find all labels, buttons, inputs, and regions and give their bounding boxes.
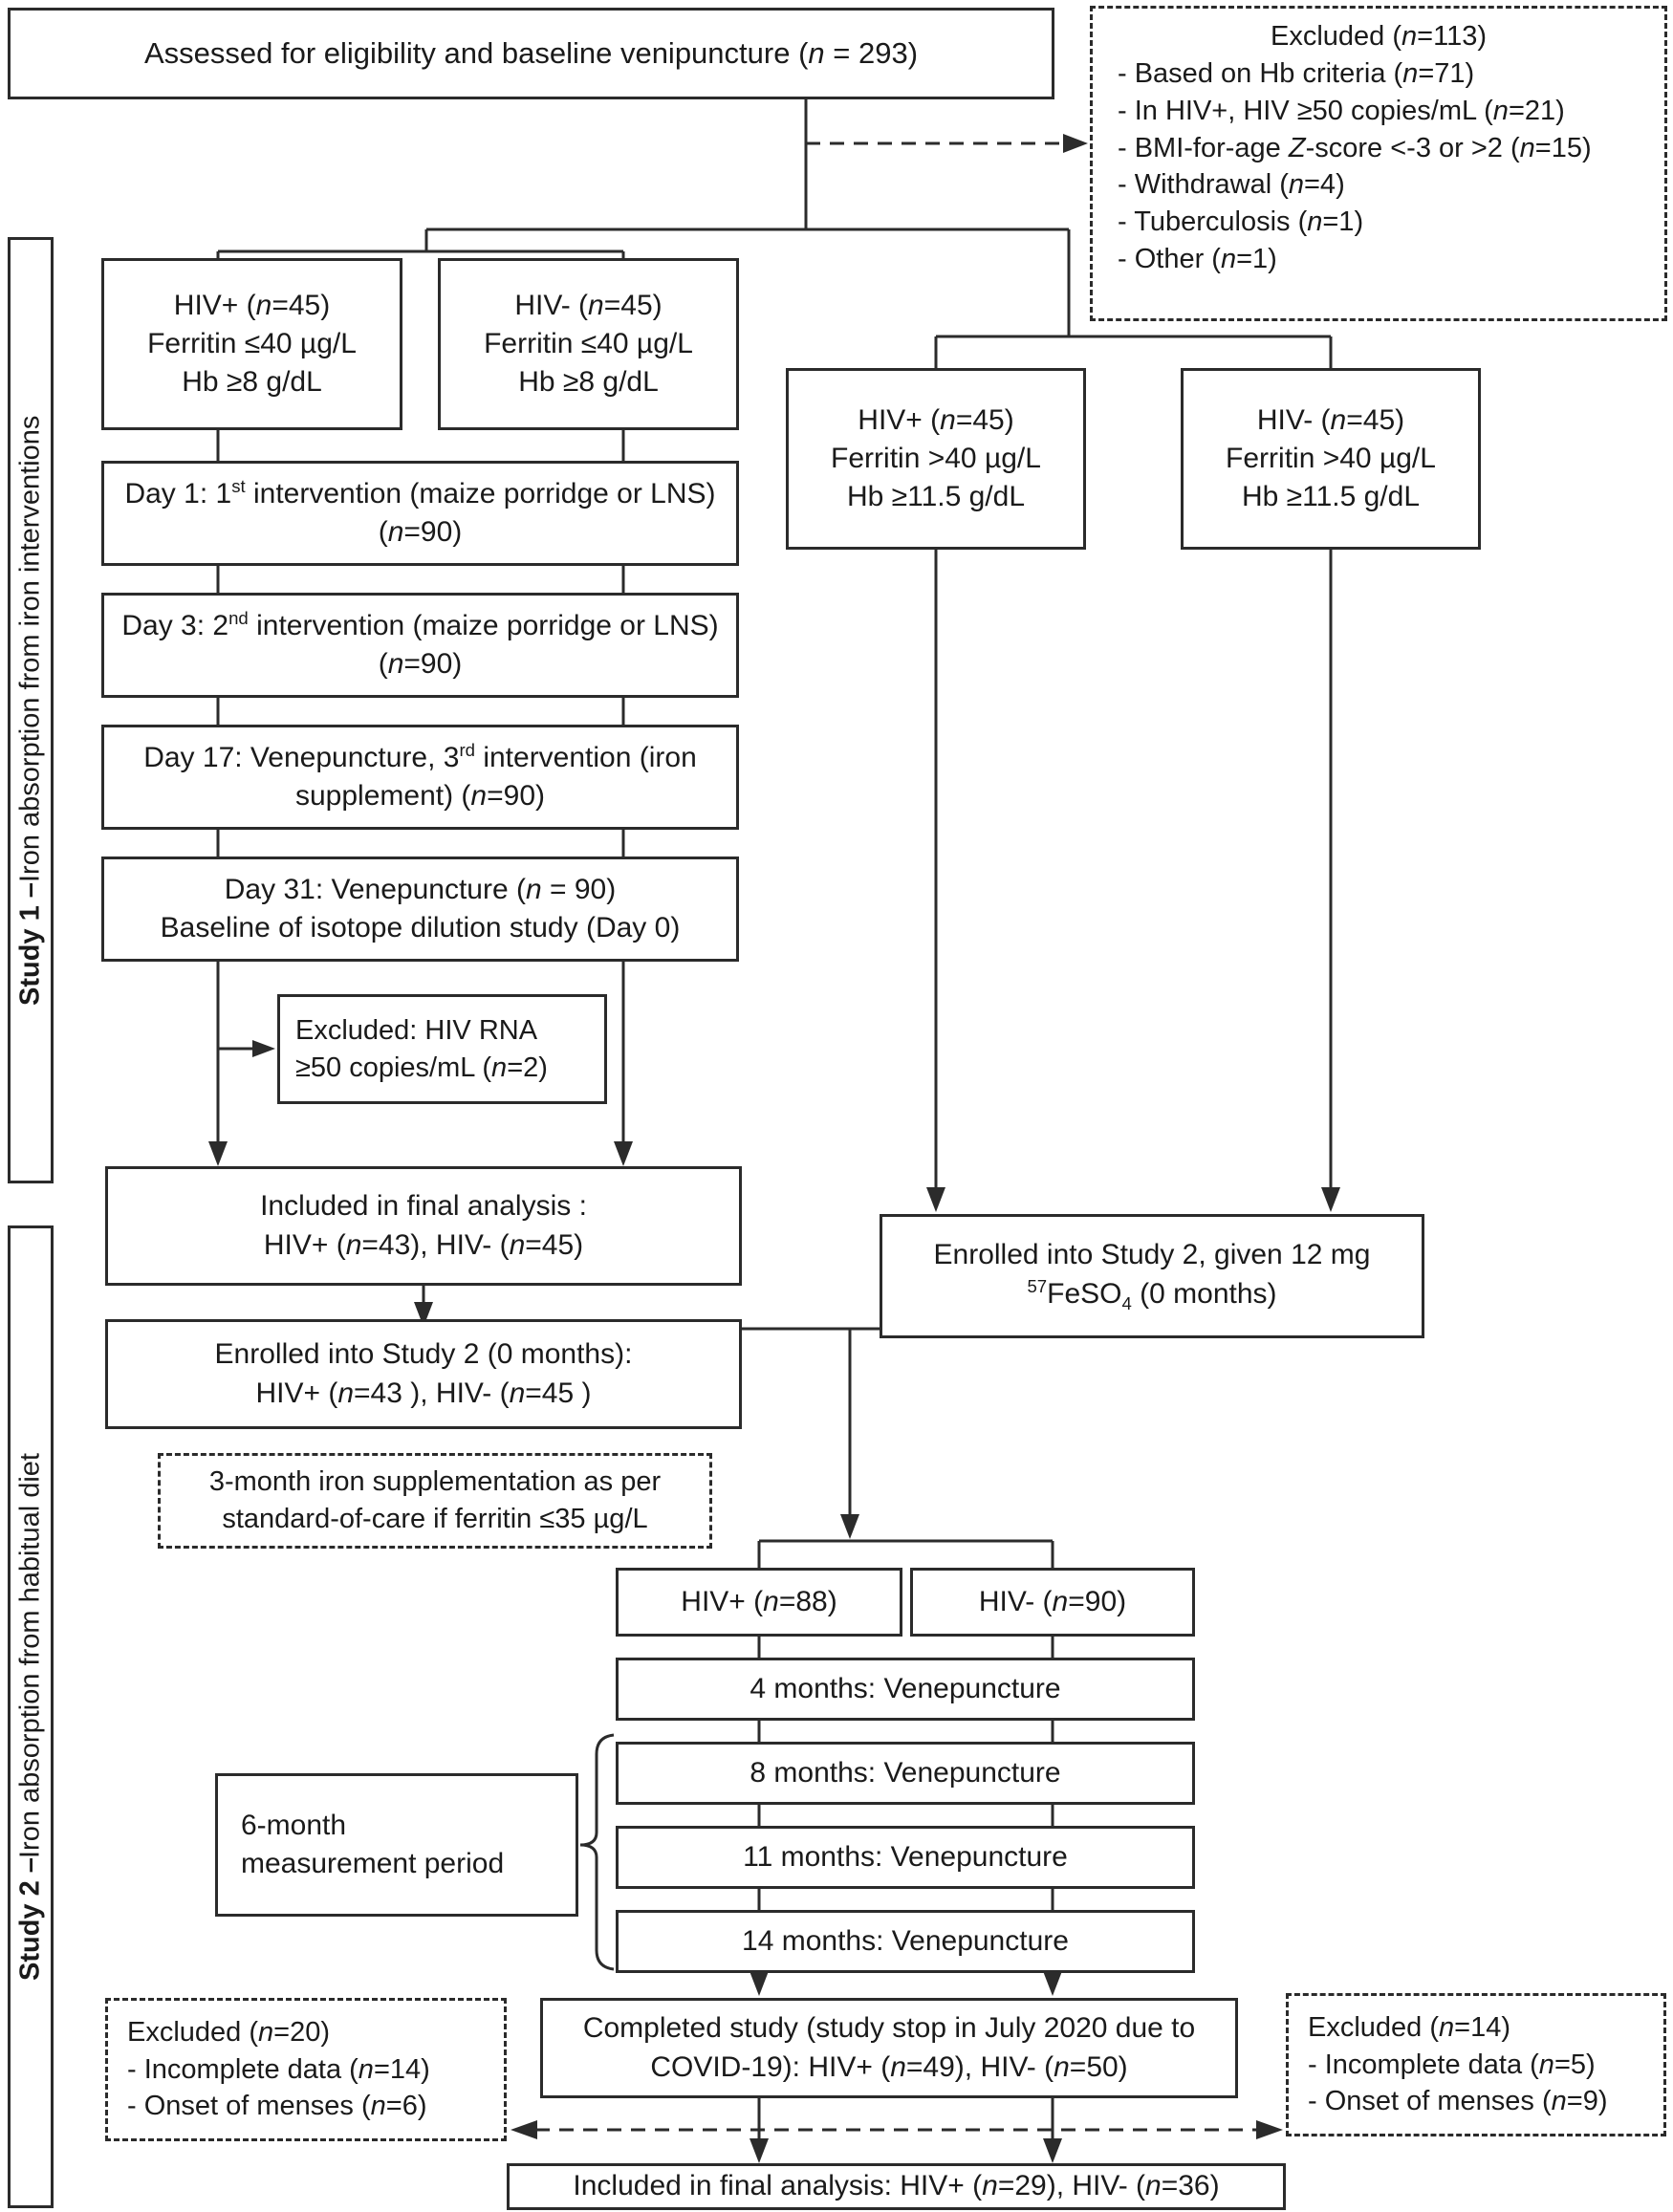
measurement-line: 6-month: [241, 1809, 347, 1841]
included-study1-line: HIV+ (n=43), HIV- (n=45): [263, 1228, 584, 1261]
excluded-top-item: - In HIV+, HIV ≥50 copies/mL (n=21): [1118, 95, 1565, 126]
measurement-period-box: 6-month measurement period: [215, 1773, 578, 1917]
excluded-top-item: - Withdrawal (n=4): [1118, 169, 1345, 201]
supplementation-note-box: 3-month iron supplementation as per stan…: [158, 1453, 712, 1549]
group-line: HIV+ (n=45): [858, 403, 1014, 436]
group-line: Hb ≥8 g/dL: [182, 366, 322, 399]
group-line: Hb ≥11.5 g/dL: [846, 481, 1026, 513]
study1-side-label: Study 1 – Iron absorption from iron inte…: [8, 237, 54, 1183]
enrolled-right-box: Enrolled into Study 2, given 12 mg 57FeS…: [880, 1214, 1424, 1338]
study1-label-bold: Study 1 –: [14, 881, 46, 1006]
month14-box: 14 months: Venepuncture: [616, 1910, 1195, 1973]
assessed-text: Assessed for eligibility and baseline ve…: [143, 36, 919, 71]
day1-text: Day 1: 1st intervention (maize porridge …: [124, 475, 716, 548]
group-line: Ferritin ≤40 µg/L: [147, 327, 357, 359]
excluded-top-item: - BMI-for-age Z-score <-3 or >2 (n=15): [1118, 132, 1592, 163]
month8-text: 8 months: Venepuncture: [750, 1756, 1061, 1789]
excluded-rna-box: Excluded: HIV RNA ≥50 copies/mL (n=2): [277, 994, 607, 1104]
hiv88-box: HIV+ (n=88): [616, 1568, 902, 1637]
group-line: Hb ≥11.5 g/dL: [1241, 481, 1421, 513]
day31-line: Baseline of isotope dilution study (Day …: [160, 912, 681, 943]
excluded-top-item: - Based on Hb criteria (n=71): [1118, 57, 1475, 89]
measurement-line: measurement period: [241, 1848, 505, 1879]
assessed-box: Assessed for eligibility and baseline ve…: [8, 8, 1054, 99]
excluded-bottom-left-title: Excluded (n=20): [127, 2016, 331, 2048]
completed-box: Completed study (study stop in July 2020…: [540, 1998, 1238, 2098]
study2-label-rest: Iron absorption from habitual diet: [14, 1452, 46, 1858]
hiv-neg-high-ferritin-box: HIV- (n=45) Ferritin >40 µg/L Hb ≥11.5 g…: [1181, 368, 1481, 550]
excluded-bottom-right-item: - Onset of menses (n=9): [1308, 2086, 1608, 2117]
enrolled-right-line: Enrolled into Study 2, given 12 mg: [933, 1239, 1371, 1271]
excluded-rna-text: Excluded: HIV RNA ≥50 copies/mL (n=2): [295, 1014, 548, 1083]
day3-text: Day 3: 2nd intervention (maize porridge …: [121, 607, 719, 680]
excluded-bottom-right-item: - Incomplete data (n=5): [1308, 2049, 1596, 2080]
completed-text: Completed study (study stop in July 2020…: [582, 2012, 1196, 2083]
group-line: Ferritin >40 µg/L: [831, 442, 1041, 474]
enrolled-left-line: HIV+ (n=43 ), HIV- (n=45 ): [255, 1377, 592, 1409]
hiv-pos-low-ferritin-box: HIV+ (n=45) Ferritin ≤40 µg/L Hb ≥8 g/dL: [101, 258, 402, 430]
month11-box: 11 months: Venepuncture: [616, 1826, 1195, 1889]
hiv88-text: HIV+ (n=88): [681, 1585, 837, 1617]
excluded-top-item: - Other (n=1): [1118, 244, 1277, 275]
month11-text: 11 months: Venepuncture: [743, 1840, 1068, 1873]
study2-side-label: Study 2 – Iron absorption from habitual …: [8, 1225, 54, 2208]
final-analysis-box: Included in final analysis: HIV+ (n=29),…: [507, 2163, 1286, 2210]
excluded-top-box: Excluded (n=113) - Based on Hb criteria …: [1090, 6, 1667, 321]
excluded-bottom-right-title: Excluded (n=14): [1308, 2011, 1511, 2043]
excluded-bottom-right-box: Excluded (n=14) - Incomplete data (n=5) …: [1286, 1993, 1666, 2136]
group-line: HIV+ (n=45): [173, 289, 331, 321]
group-line: Ferritin ≤40 µg/L: [484, 327, 693, 359]
enrolled-left-box: Enrolled into Study 2 (0 months): HIV+ (…: [105, 1319, 742, 1429]
hiv90-box: HIV- (n=90): [910, 1568, 1195, 1637]
month14-text: 14 months: Venepuncture: [742, 1924, 1069, 1957]
day1-box: Day 1: 1st intervention (maize porridge …: [101, 461, 739, 566]
supplementation-text: 3-month iron supplementation as per stan…: [208, 1466, 662, 1534]
day17-text: Day 17: Venepuncture, 3rd intervention (…: [143, 739, 697, 812]
excluded-bottom-left-item: - Incomplete data (n=14): [127, 2053, 430, 2085]
day17-box: Day 17: Venepuncture, 3rd intervention (…: [101, 725, 739, 830]
excluded-bottom-left-item: - Onset of menses (n=6): [127, 2091, 427, 2122]
excluded-bottom-left-box: Excluded (n=20) - Incomplete data (n=14)…: [105, 1998, 507, 2141]
enrolled-left-line: Enrolled into Study 2 (0 months):: [214, 1338, 633, 1371]
group-line: Hb ≥8 g/dL: [518, 366, 659, 399]
final-analysis-text: Included in final analysis: HIV+ (n=29),…: [573, 2170, 1220, 2202]
excluded-top-item: - Tuberculosis (n=1): [1118, 206, 1364, 238]
enrolled-right-line: 57FeSO4 (0 months): [1027, 1275, 1277, 1313]
day3-box: Day 3: 2nd intervention (maize porridge …: [101, 593, 739, 698]
study2-label-bold: Study 2 –: [14, 1857, 46, 1982]
group-line: Ferritin >40 µg/L: [1226, 442, 1436, 474]
month4-text: 4 months: Venepuncture: [750, 1672, 1061, 1704]
day31-box: Day 31: Venepuncture (n = 90) Baseline o…: [101, 857, 739, 962]
month8-box: 8 months: Venepuncture: [616, 1742, 1195, 1805]
day31-line: Day 31: Venepuncture (n = 90): [224, 873, 617, 905]
study1-label-rest: Iron absorption from iron interventions: [14, 415, 46, 882]
group-line: HIV- (n=45): [1256, 403, 1405, 436]
hiv-neg-low-ferritin-box: HIV- (n=45) Ferritin ≤40 µg/L Hb ≥8 g/dL: [438, 258, 739, 430]
excluded-top-title: Excluded (n=113): [1271, 21, 1487, 52]
month4-box: 4 months: Venepuncture: [616, 1658, 1195, 1721]
hiv-pos-high-ferritin-box: HIV+ (n=45) Ferritin >40 µg/L Hb ≥11.5 g…: [786, 368, 1086, 550]
included-study1-line: Included in final analysis :: [260, 1190, 587, 1223]
included-study1-box: Included in final analysis : HIV+ (n=43)…: [105, 1166, 742, 1286]
group-line: HIV- (n=45): [514, 289, 663, 321]
hiv90-text: HIV- (n=90): [978, 1585, 1127, 1617]
